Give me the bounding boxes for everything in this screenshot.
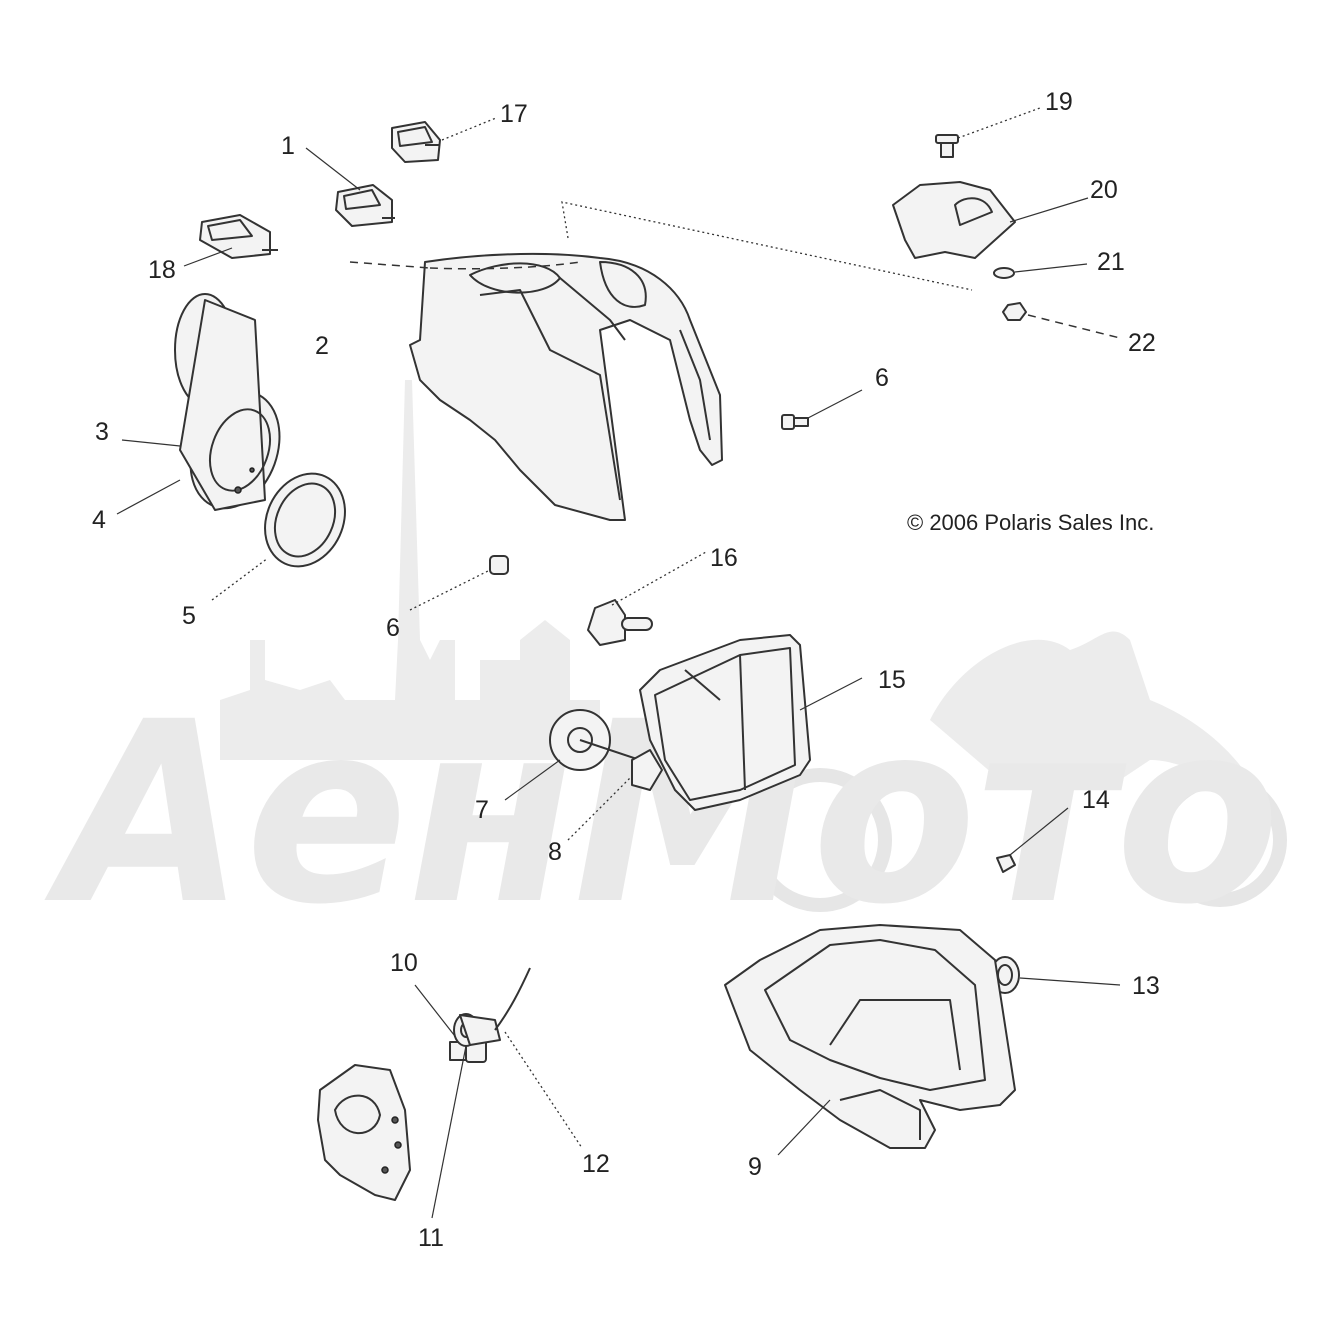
part-16-bulb xyxy=(587,599,653,646)
callout-5: 5 xyxy=(182,602,196,630)
part-15-headlamp xyxy=(639,634,811,811)
part-14-clip xyxy=(996,854,1016,873)
callout-2: 2 xyxy=(315,332,329,360)
callout-10: 10 xyxy=(390,949,418,977)
part-18-switch xyxy=(199,214,278,259)
callout-14: 14 xyxy=(1082,786,1110,814)
callout-11: 11 xyxy=(418,1224,444,1252)
callout-4: 4 xyxy=(92,506,106,534)
part-6-bolt-left xyxy=(489,555,509,575)
switch-assembly xyxy=(317,1064,411,1201)
callout-1: 1 xyxy=(281,132,295,160)
callout-9: 9 xyxy=(748,1153,762,1181)
part-2-cowl xyxy=(409,252,723,521)
part-1-switch xyxy=(335,184,395,227)
copyright-notice: © 2006 Polaris Sales Inc. xyxy=(907,510,1154,535)
part-12-wire xyxy=(494,967,531,1031)
callout-15: 15 xyxy=(878,666,906,694)
callout-12: 12 xyxy=(582,1150,610,1178)
part-6-bolt-right xyxy=(781,414,809,430)
part-3-4-gauge xyxy=(174,293,281,511)
callout-13: 13 xyxy=(1132,972,1160,1000)
part-21-washer xyxy=(993,267,1015,279)
part-9-lower-cowl xyxy=(724,924,1016,1149)
callout-8: 8 xyxy=(548,838,562,866)
callout-3: 3 xyxy=(95,418,109,446)
callout-6-right: 6 xyxy=(875,364,889,392)
part-5-gasket xyxy=(264,472,346,568)
part-11-sensor xyxy=(453,1013,501,1047)
part-8-bracket xyxy=(631,749,663,791)
callout-7: 7 xyxy=(475,796,489,824)
part-17-switch xyxy=(391,121,441,163)
callout-21: 21 xyxy=(1097,248,1125,276)
callout-18: 18 xyxy=(148,256,176,284)
callout-6-left: 6 xyxy=(386,614,400,642)
part-22-nut xyxy=(1002,302,1027,321)
part-7-gear xyxy=(549,709,641,771)
callout-19: 19 xyxy=(1045,88,1073,116)
part-20-bracket xyxy=(892,181,1016,259)
callout-17: 17 xyxy=(500,100,528,128)
callout-20: 20 xyxy=(1090,176,1118,204)
callout-22: 22 xyxy=(1128,329,1156,357)
callout-16: 16 xyxy=(710,544,738,572)
part-19-screw xyxy=(935,134,959,158)
